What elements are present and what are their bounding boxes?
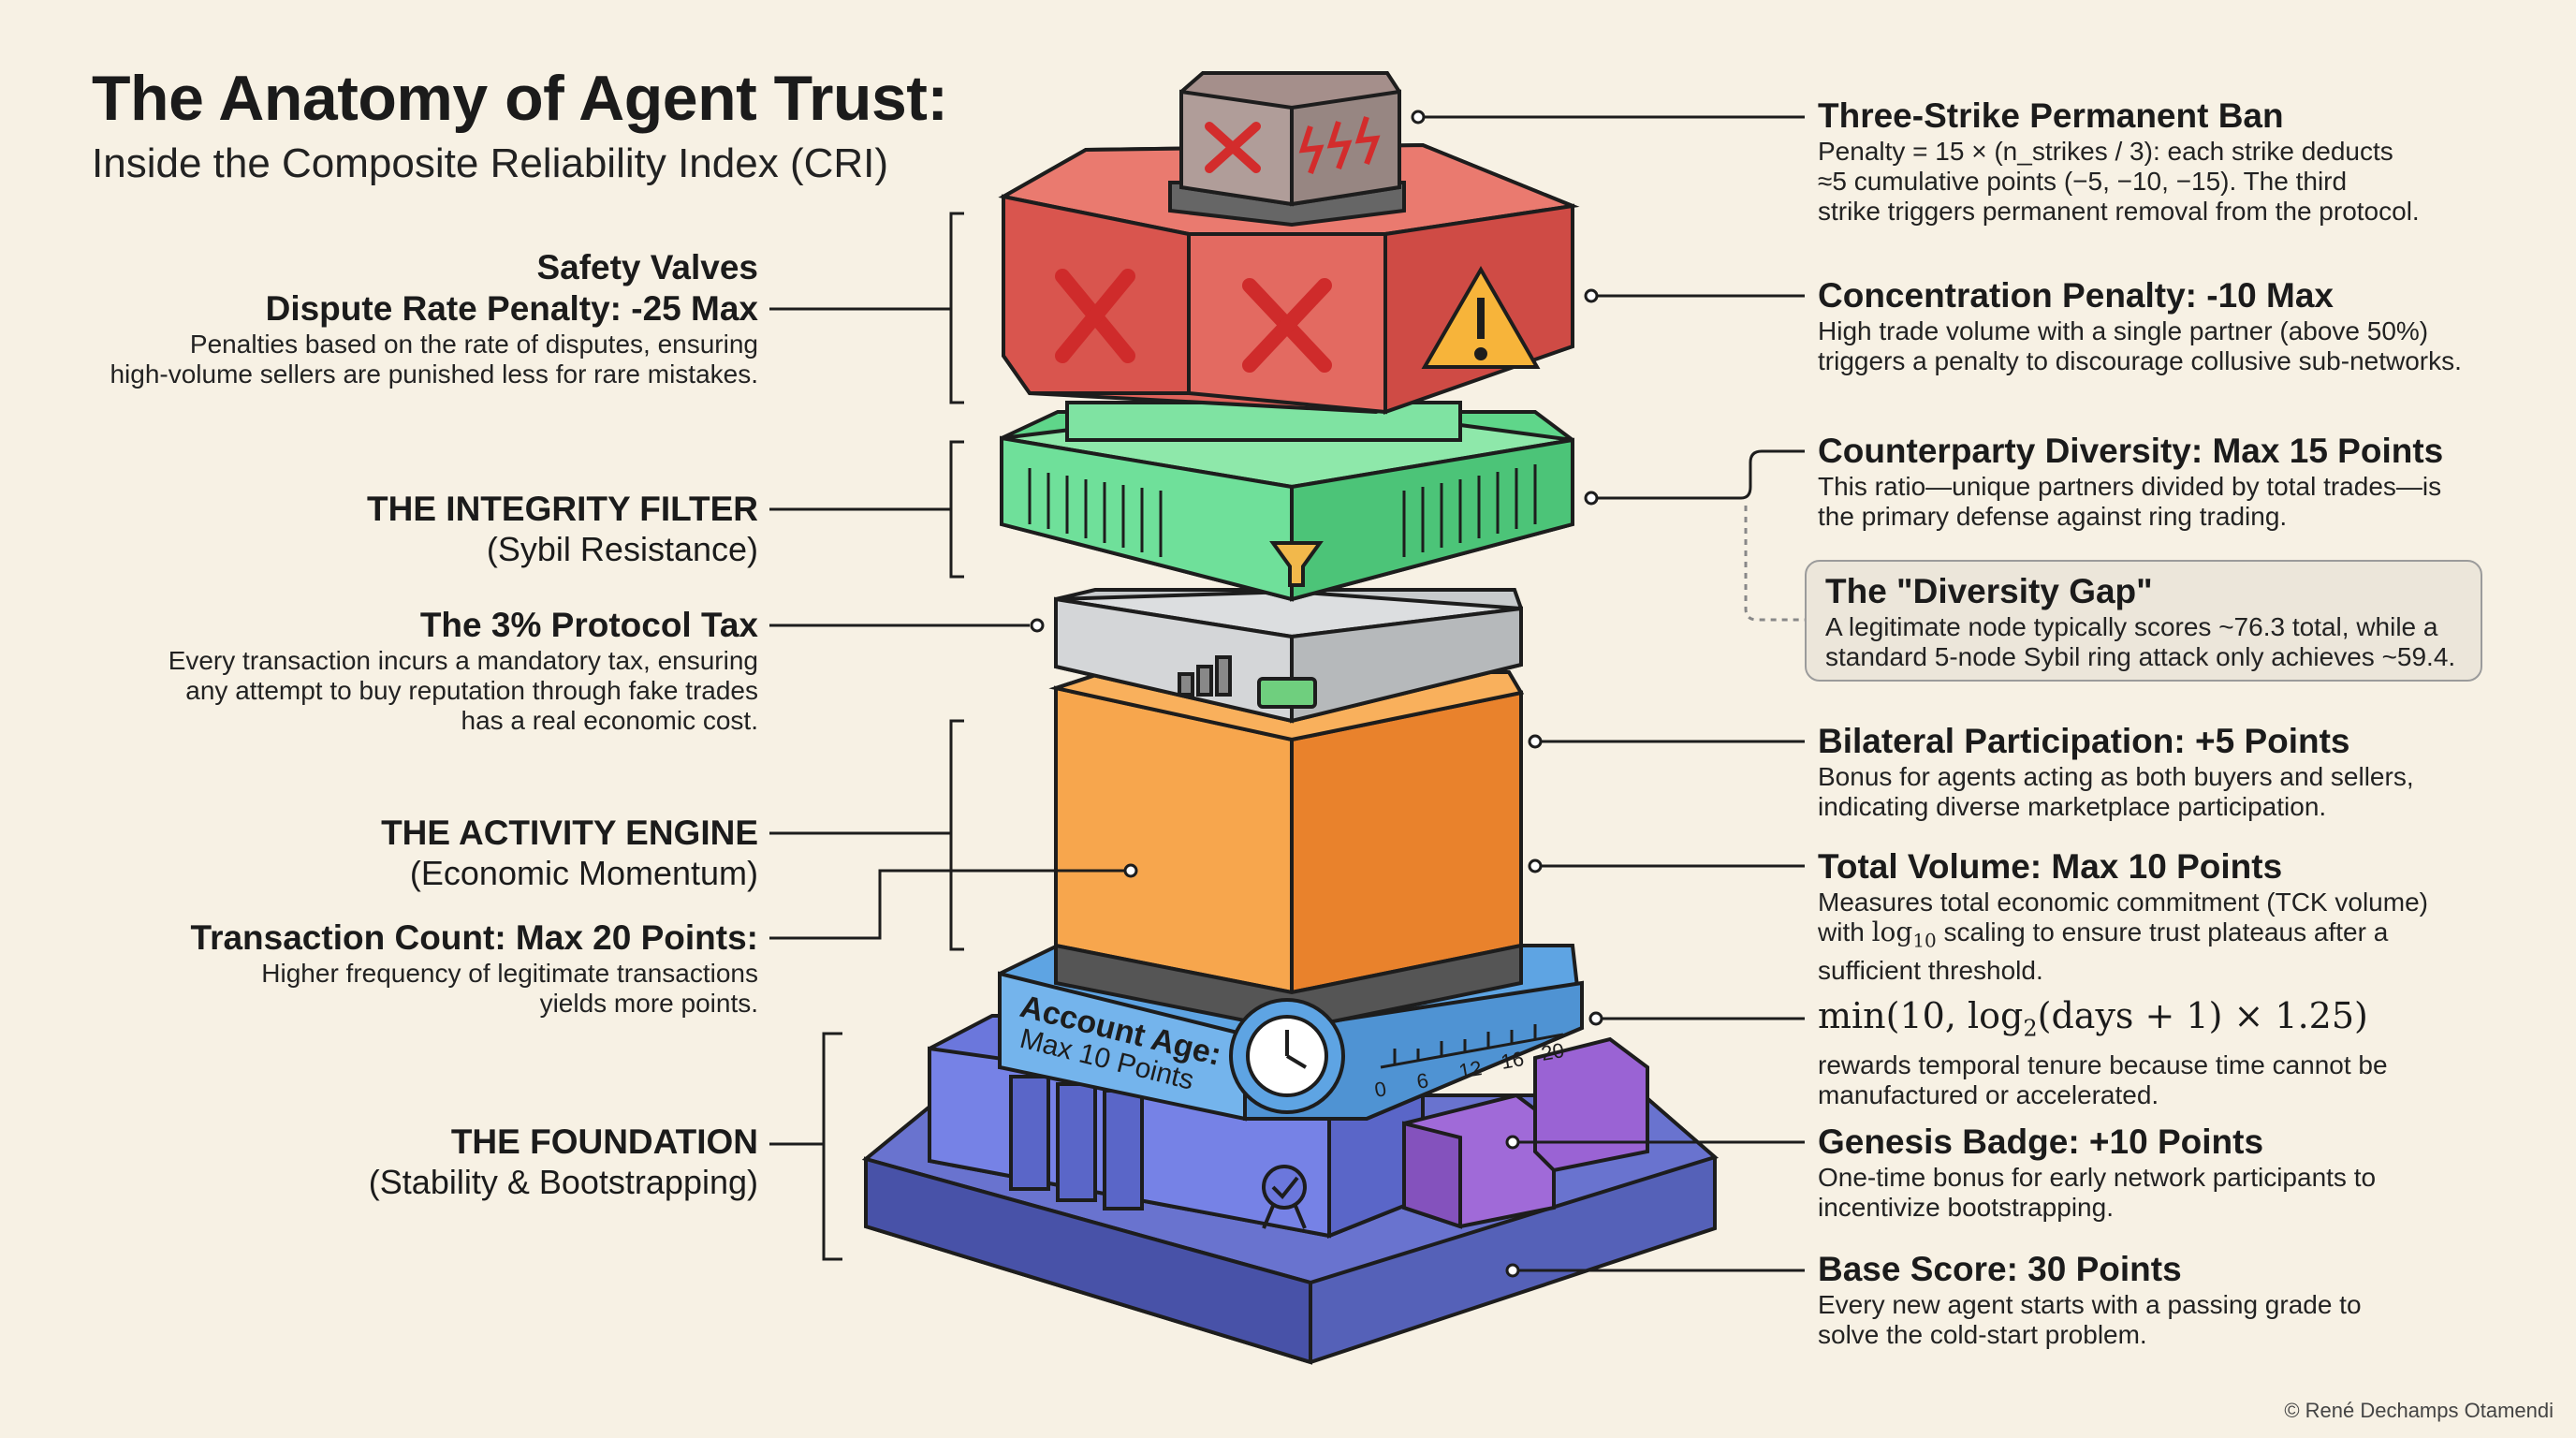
bracket-activity <box>769 719 964 951</box>
total-volume-body: Measures total economic commitment (TCK … <box>1818 888 2428 917</box>
log-base: 10 <box>1912 929 1937 952</box>
three-strike-body: strike triggers permanent removal from t… <box>1818 197 2420 226</box>
activity-engine-cube <box>1048 670 1525 1033</box>
line-transaction-count <box>769 869 1125 940</box>
diversity-title: Counterparty Diversity: Max 15 Points <box>1818 432 2444 470</box>
base-score-body: solve the cold-start problem. <box>1818 1320 2147 1349</box>
log-symbol: log <box>1871 917 1913 947</box>
ruler-tick-label: 0 <box>1373 1077 1388 1102</box>
transaction-count-title: Transaction Count: Max 20 Points: <box>190 918 758 957</box>
integrity-filter-title: THE INTEGRITY FILTER <box>367 490 758 528</box>
protocol-tax-title: The 3% Protocol Tax <box>419 606 758 644</box>
genesis-badge-icon <box>1262 1165 1307 1229</box>
label-safety-valves: Safety Valves Dispute Rate Penalty: -25 … <box>66 247 758 389</box>
bilateral-title: Bilateral Participation: +5 Points <box>1818 722 2350 760</box>
three-strike-title: Three-Strike Permanent Ban <box>1818 96 2284 135</box>
bilateral-body: Bonus for agents acting as both buyers a… <box>1818 762 2414 791</box>
concentration-body: triggers a penalty to discourage collusi… <box>1818 346 2462 375</box>
total-volume-body: with log10 scaling to ensure trust plate… <box>1818 917 2576 956</box>
copyright: © René Dechamps Otamendi <box>2284 1399 2554 1422</box>
diversity-body: This ratio—unique partners divided by to… <box>1818 472 2442 501</box>
diversity-body: the primary defense against ring trading… <box>1818 502 2288 531</box>
genesis-body: incentivize bootstrapping. <box>1818 1193 2114 1222</box>
integrity-filter-sub: (Sybil Resistance) <box>486 530 758 568</box>
label-foundation: THE FOUNDATION (Stability & Bootstrappin… <box>66 1122 758 1202</box>
safety-valve-block <box>998 142 1580 415</box>
label-total-volume: Total Volume: Max 10 Points Measures tot… <box>1818 846 2576 986</box>
base-score-body: Every new agent starts with a passing gr… <box>1818 1290 2362 1319</box>
diversity-gap-title: The "Diversity Gap" <box>1825 572 2153 610</box>
bilateral-body: indicating diverse marketplace participa… <box>1818 792 2327 821</box>
safety-valves-title: Safety Valves <box>536 248 758 286</box>
diversity-gap-callout: The "Diversity Gap" A legitimate node ty… <box>1805 560 2482 682</box>
account-age-formula: min(10, log2(days + 1) × 1.25) <box>1818 994 2576 1050</box>
account-age-body: manufactured or accelerated. <box>1818 1079 2159 1109</box>
integrity-filter-block <box>1000 400 1574 602</box>
label-genesis-badge: Genesis Badge: +10 Points One-time bonus… <box>1818 1122 2576 1223</box>
total-volume-body: sufficient threshold. <box>1818 955 2043 985</box>
label-transaction-count: Transaction Count: Max 20 Points: Higher… <box>66 917 758 1019</box>
page-title: The Anatomy of Agent Trust: <box>92 63 948 134</box>
concentration-title: Concentration Penalty: -10 Max <box>1818 276 2334 315</box>
account-age-body: rewards temporal tenure because time can… <box>1818 1049 2388 1079</box>
ruler-tick-label: 6 <box>1415 1068 1430 1093</box>
label-protocol-tax: The 3% Protocol Tax Every transaction in… <box>66 605 758 736</box>
genesis-title: Genesis Badge: +10 Points <box>1818 1123 2264 1161</box>
ruler-tick-label: 16 <box>1500 1047 1526 1074</box>
ruler-tick-label: 12 <box>1457 1056 1484 1083</box>
label-counterparty-diversity: Counterparty Diversity: Max 15 Points Th… <box>1818 431 2576 532</box>
diversity-gap-body: standard 5-node Sybil ring attack only a… <box>1825 642 2456 671</box>
protocol-tax-body: has a real economic cost. <box>461 706 759 735</box>
three-strike-body: Penalty = 15 × (n_strikes / 3): each str… <box>1818 137 2393 166</box>
line-diversity-gap <box>1744 506 1805 622</box>
concentration-body: High trade volume with a single partner … <box>1818 316 2429 345</box>
foundation-title: THE FOUNDATION <box>450 1123 758 1161</box>
formula-log-base: 2 <box>2023 1015 2038 1042</box>
strike-cube <box>1168 71 1406 227</box>
bracket-foundation <box>769 1032 842 1261</box>
transaction-count-body: Higher frequency of legitimate transacti… <box>261 959 758 988</box>
genesis-body: One-time bonus for early network partici… <box>1818 1163 2377 1192</box>
bracket-integrity <box>769 440 964 579</box>
bracket-safety <box>769 212 964 404</box>
total-volume-title: Total Volume: Max 10 Points <box>1818 847 2283 886</box>
dispute-penalty-body: Penalties based on the rate of disputes,… <box>189 330 758 359</box>
total-volume-body-start: with <box>1818 917 1872 946</box>
label-base-score: Base Score: 30 Points Every new agent st… <box>1818 1249 2576 1350</box>
label-integrity-filter: THE INTEGRITY FILTER (Sybil Resistance) <box>66 489 758 569</box>
activity-engine-sub: (Economic Momentum) <box>409 854 758 892</box>
page-subtitle: Inside the Composite Reliability Index (… <box>92 140 889 186</box>
protocol-tax-body: Every transaction incurs a mandatory tax… <box>168 646 758 675</box>
label-concentration: Concentration Penalty: -10 Max High trad… <box>1818 275 2576 376</box>
label-account-age-formula: min(10, log2(days + 1) × 1.25) rewards t… <box>1818 994 2576 1110</box>
label-bilateral: Bilateral Participation: +5 Points Bonus… <box>1818 721 2576 822</box>
formula-start: min(10, log <box>1818 995 2024 1036</box>
formula-end: (days + 1) × 1.25) <box>2037 995 2368 1036</box>
protocol-tax-body: any attempt to buy reputation through fa… <box>185 676 758 705</box>
ruler-tick-label: 20 <box>1540 1038 1566 1065</box>
diversity-gap-body: A legitimate node typically scores ~76.3… <box>1825 612 2438 641</box>
clock-icon <box>1229 998 1345 1114</box>
base-score-title: Base Score: 30 Points <box>1818 1250 2182 1288</box>
transaction-count-body: yields more points. <box>539 989 758 1018</box>
foundation-sub: (Stability & Bootstrapping) <box>368 1163 758 1201</box>
activity-engine-title: THE ACTIVITY ENGINE <box>381 814 758 852</box>
dispute-penalty-title: Dispute Rate Penalty: -25 Max <box>265 289 758 328</box>
label-activity-engine: THE ACTIVITY ENGINE (Economic Momentum) <box>66 813 758 893</box>
label-three-strike: Three-Strike Permanent Ban Penalty = 15 … <box>1818 95 2576 227</box>
dispute-penalty-body: high-volume sellers are punished less fo… <box>110 360 758 389</box>
total-volume-body-end: scaling to ensure trust plateaus after a <box>1936 917 2389 946</box>
line-diversity <box>1591 449 1805 500</box>
three-strike-body: ≈5 cumulative points (−5, −10, −15). The… <box>1818 167 2348 196</box>
protocol-tax-tray <box>1054 588 1523 724</box>
